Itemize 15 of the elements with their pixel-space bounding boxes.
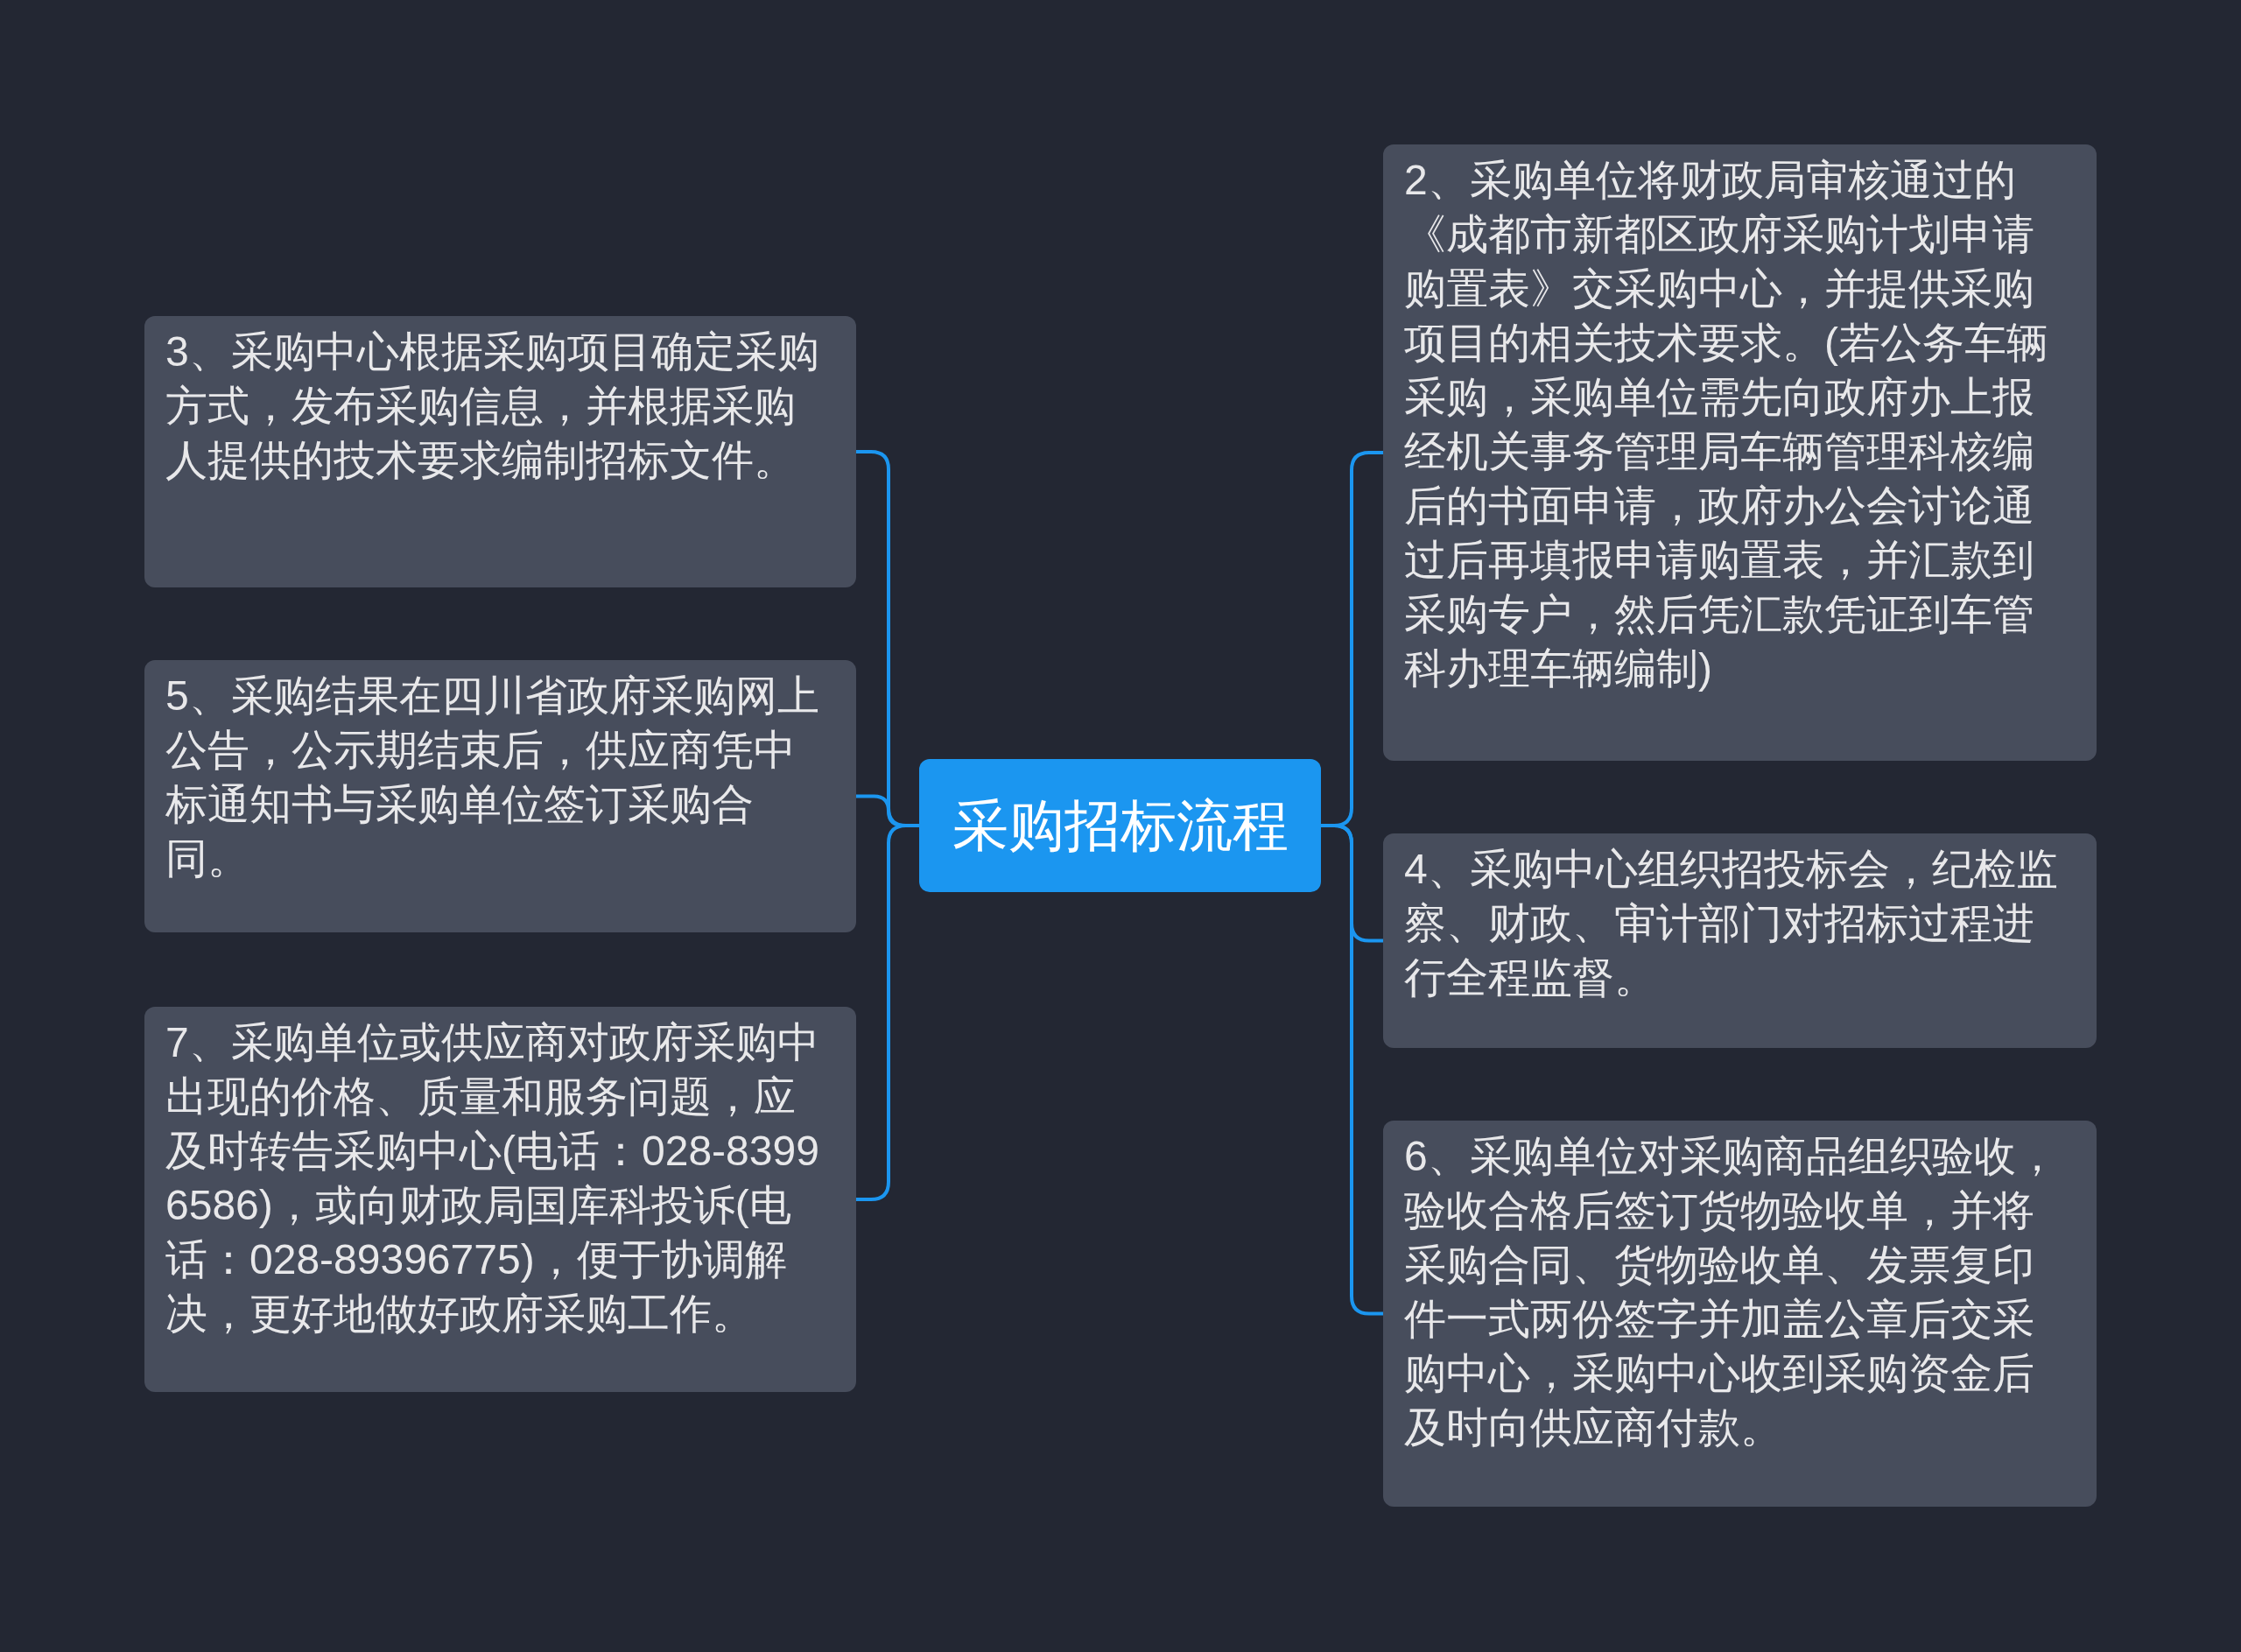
topic-card <box>144 1007 856 1392</box>
topic-card <box>1383 833 2097 1048</box>
topic-text: 2、采购单位将财政局审核通过的《成都市新都区政府采购计划申请购置表》交采购中心，并提供采购项目的相关技术要求。(若公务车辆采购，采购单位需先向政府办上报经机关事务管理局车辆管理科核编后的书面申请，政府办公会讨论通过后再填报申请购置表，并汇款到采购专户，然后凭汇款凭证到车管科办理车辆编制) <box>1404 156 2049 693</box>
topic-title: 采购招标流程 <box>952 792 1289 859</box>
topic-card <box>144 660 856 932</box>
topic-card <box>1383 1121 2097 1507</box>
topic-text: 4、采购中心组织招投标会，纪检监察、财政、审计部门对招标过程进行全程监督。 <box>1404 845 2059 1002</box>
topic-card <box>1383 144 2097 761</box>
topic-text: 6、采购单位对采购商品组织验收，验收合格后签订货物验收单，并将采购合同、货物验收单、发票复印件一式两份签字并加盖公章后交采购中心，采购中心收到采购资金后及时向供应商付款。 <box>1404 1132 2059 1452</box>
connector-line <box>856 824 919 1201</box>
topic-text: 3、采购中心根据采购项目确定采购方式，发布采购信息，并根据采购人提供的技术要求编制招标文件。 <box>165 327 820 485</box>
topic-card <box>144 316 856 587</box>
topic-text: 7、采购单位或供应商对政府采购中出现的价格、质量和服务问题，应及时转告采购中心(电话：028-83996586)，或向财政局国库科投诉(电话：028-89396775)，便于协调解决，更好地做好政府采购工作。 <box>165 1018 820 1339</box>
topic-text: 5、采购结果在四川省政府采购网上公告，公示期结束后，供应商凭中标通知书与采购单位签订采购合同。 <box>165 671 820 883</box>
central-topic <box>919 759 1321 892</box>
